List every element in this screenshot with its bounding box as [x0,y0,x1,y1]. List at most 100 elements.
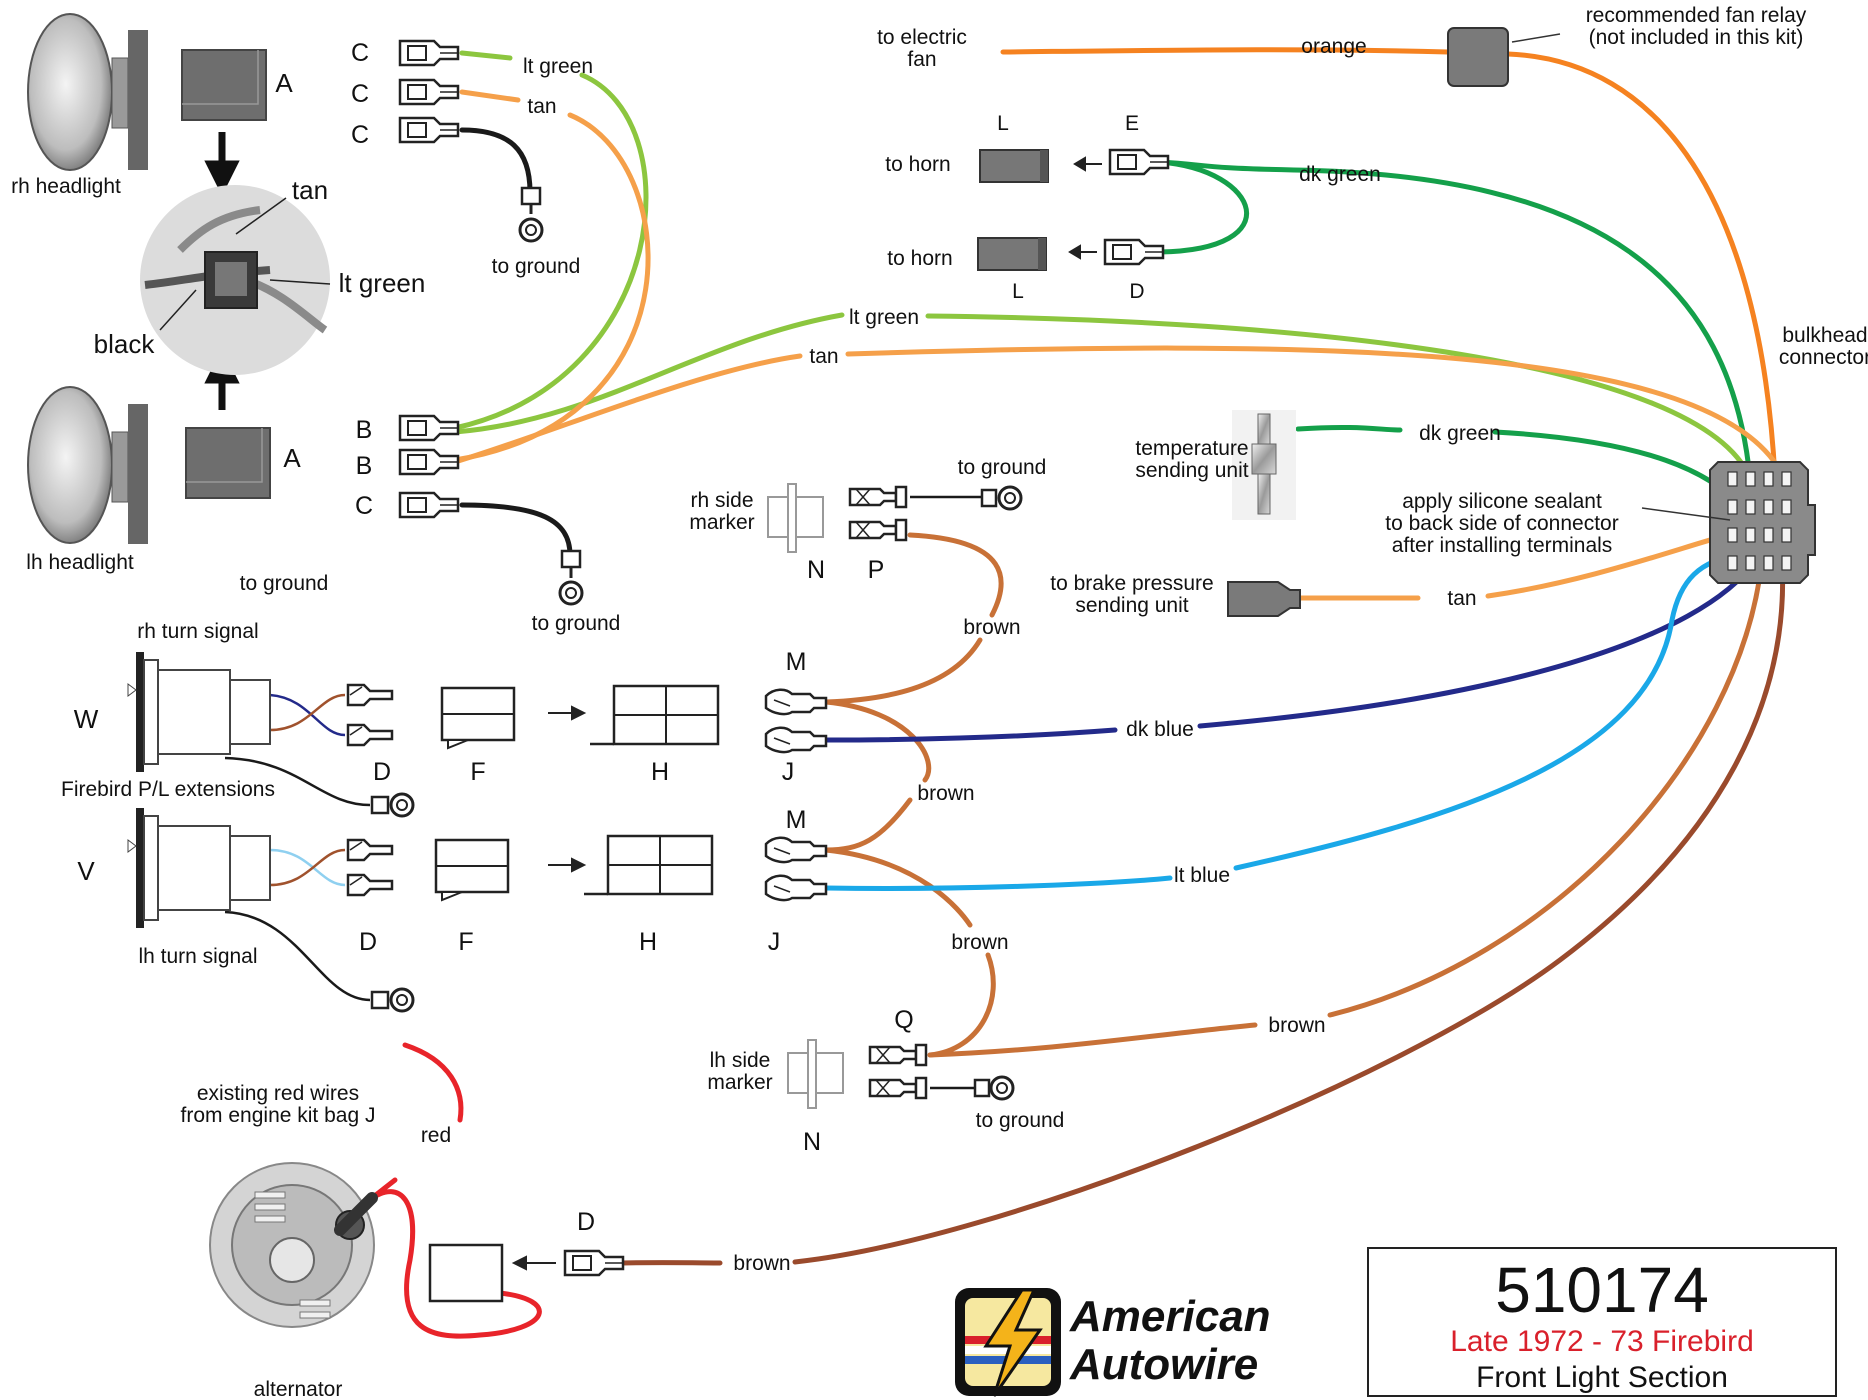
dk-green-horn-jumper [1157,159,1249,255]
horn-terminal-d [1103,238,1165,266]
label-h-lower: H [639,928,657,956]
bulkhead-connector [1709,461,1816,584]
label-lh-marker: marker [707,1071,772,1094]
label-d-lower: D [359,928,377,956]
horn-connector-l-upper [979,149,1049,183]
alternator-connector [428,1243,504,1303]
turn-signal-v-black-ground [224,910,371,1002]
label-e: E [1125,112,1139,135]
connector-h-lower [584,834,714,896]
turn-terminal-d4 [346,873,394,897]
turn-terminal-d2 [346,723,394,747]
turn-signal-w-black-ground [224,756,371,807]
tan-headlight-loop [452,89,651,463]
horn-terminal-e [1108,148,1170,176]
label-tan-loop: tan [527,95,556,118]
label-b-1: B [356,416,373,444]
label-to-ground-upper: to ground [492,255,581,278]
temperature-sending-unit [1232,410,1296,520]
dk-blue-wire [823,557,1759,743]
connector-f-lower [434,838,510,902]
label-q: Q [894,1006,913,1034]
rh-marker-terminal-upper [848,485,908,509]
label-brown-alternator: brown [733,1252,790,1275]
rh-side-marker [767,483,824,553]
terminal-m-lower [764,836,828,864]
label-c-1: C [351,39,369,67]
terminal-j-upper [764,726,828,754]
label-p: P [868,556,885,584]
lh-side-marker [787,1039,844,1109]
label-to-horn-lower: to horn [887,247,952,270]
brown-m-jumper-lower [823,847,996,1058]
lt-blue-wire [823,552,1743,891]
label-a-lower: A [283,443,301,473]
turn-signal-w-brown-wire [269,693,346,732]
label-temp-2: sending unit [1135,459,1248,482]
turn-signal-v-ltblue-wire [269,848,346,887]
label-brake-2: sending unit [1075,594,1188,617]
label-dk-blue: dk blue [1126,718,1194,741]
label-lt-green-plug: lt green [339,268,426,298]
tan-leader [235,197,287,235]
black-ground-wire-lower [459,502,573,558]
arrow-down [204,132,240,196]
label-j-upper: J [782,758,795,786]
rh-turn-signal [127,652,271,772]
label-fan-relay-1: recommended fan relay [1586,4,1807,27]
label-to-ground-rh-marker: to ground [958,456,1047,479]
label-to-ground-lower: to ground [532,612,621,635]
brown-rh-marker-wire [823,532,1004,705]
lh-headlight-image [10,382,148,550]
connector-h-upper [590,684,720,746]
label-lh-side: lh side [710,1049,771,1072]
ground-ring-lower [558,549,584,606]
fan-relay [1447,27,1509,87]
headlight-terminal-c1 [398,39,460,67]
label-rh-marker: marker [689,511,754,534]
black-ground-wire-upper [459,127,533,195]
turn-ground-ring-v [370,987,415,1013]
label-b-2: B [356,452,373,480]
headlight-terminal-b1 [398,414,460,442]
rh-marker-terminal-p [848,518,908,542]
label-c-4: C [355,492,373,520]
label-f-lower: F [458,928,473,956]
horn-connector-l-lower [977,237,1047,271]
label-silicone-3: after installing terminals [1392,534,1613,557]
lt-green-headlight-loop [452,50,649,431]
label-silicone-1: apply silicone sealant [1402,490,1602,513]
label-to-electric-fan: to electric [877,26,967,49]
headlight-terminal-c2 [398,78,460,106]
label-brown-lower: brown [951,931,1008,954]
label-rh-turn-signal: rh turn signal [137,620,258,643]
turn-terminal-d3 [346,838,394,862]
label-rh-side: rh side [690,489,753,512]
silicone-leader [1641,507,1731,521]
label-brown-mid: brown [917,782,974,805]
headlight-terminal-b2 [398,448,460,476]
label-m-upper: M [786,648,807,676]
black-leader [159,289,197,331]
brown-m-jumper-upper [823,699,932,853]
label-f-upper: F [470,758,485,786]
part-number: 510174 [1495,1254,1709,1326]
ground-ring-upper [518,186,544,243]
turn-terminal-d1 [346,683,394,707]
label-d-alternator: D [577,1208,595,1236]
label-rh-headlight: rh headlight [11,175,121,198]
label-alternator: alternator [254,1378,343,1400]
label-black-plug: black [94,329,156,359]
label-d-horn: D [1129,280,1144,303]
headlight-connector-a-lower [185,427,271,499]
label-to-ground-lh-marker: to ground [976,1109,1065,1132]
label-l-upper: L [997,112,1009,135]
title-block: 510174 Late 1972 - 73 Firebird Front Lig… [1367,1247,1837,1397]
brown-lh-marker-wire [927,557,1765,1058]
arrow-f-to-h-upper [548,705,587,721]
label-j-lower: J [768,928,781,956]
label-dk-green-temp: dk green [1419,422,1501,445]
label-to-ground-left: to ground [240,572,329,595]
turn-ground-ring-w [370,792,415,818]
